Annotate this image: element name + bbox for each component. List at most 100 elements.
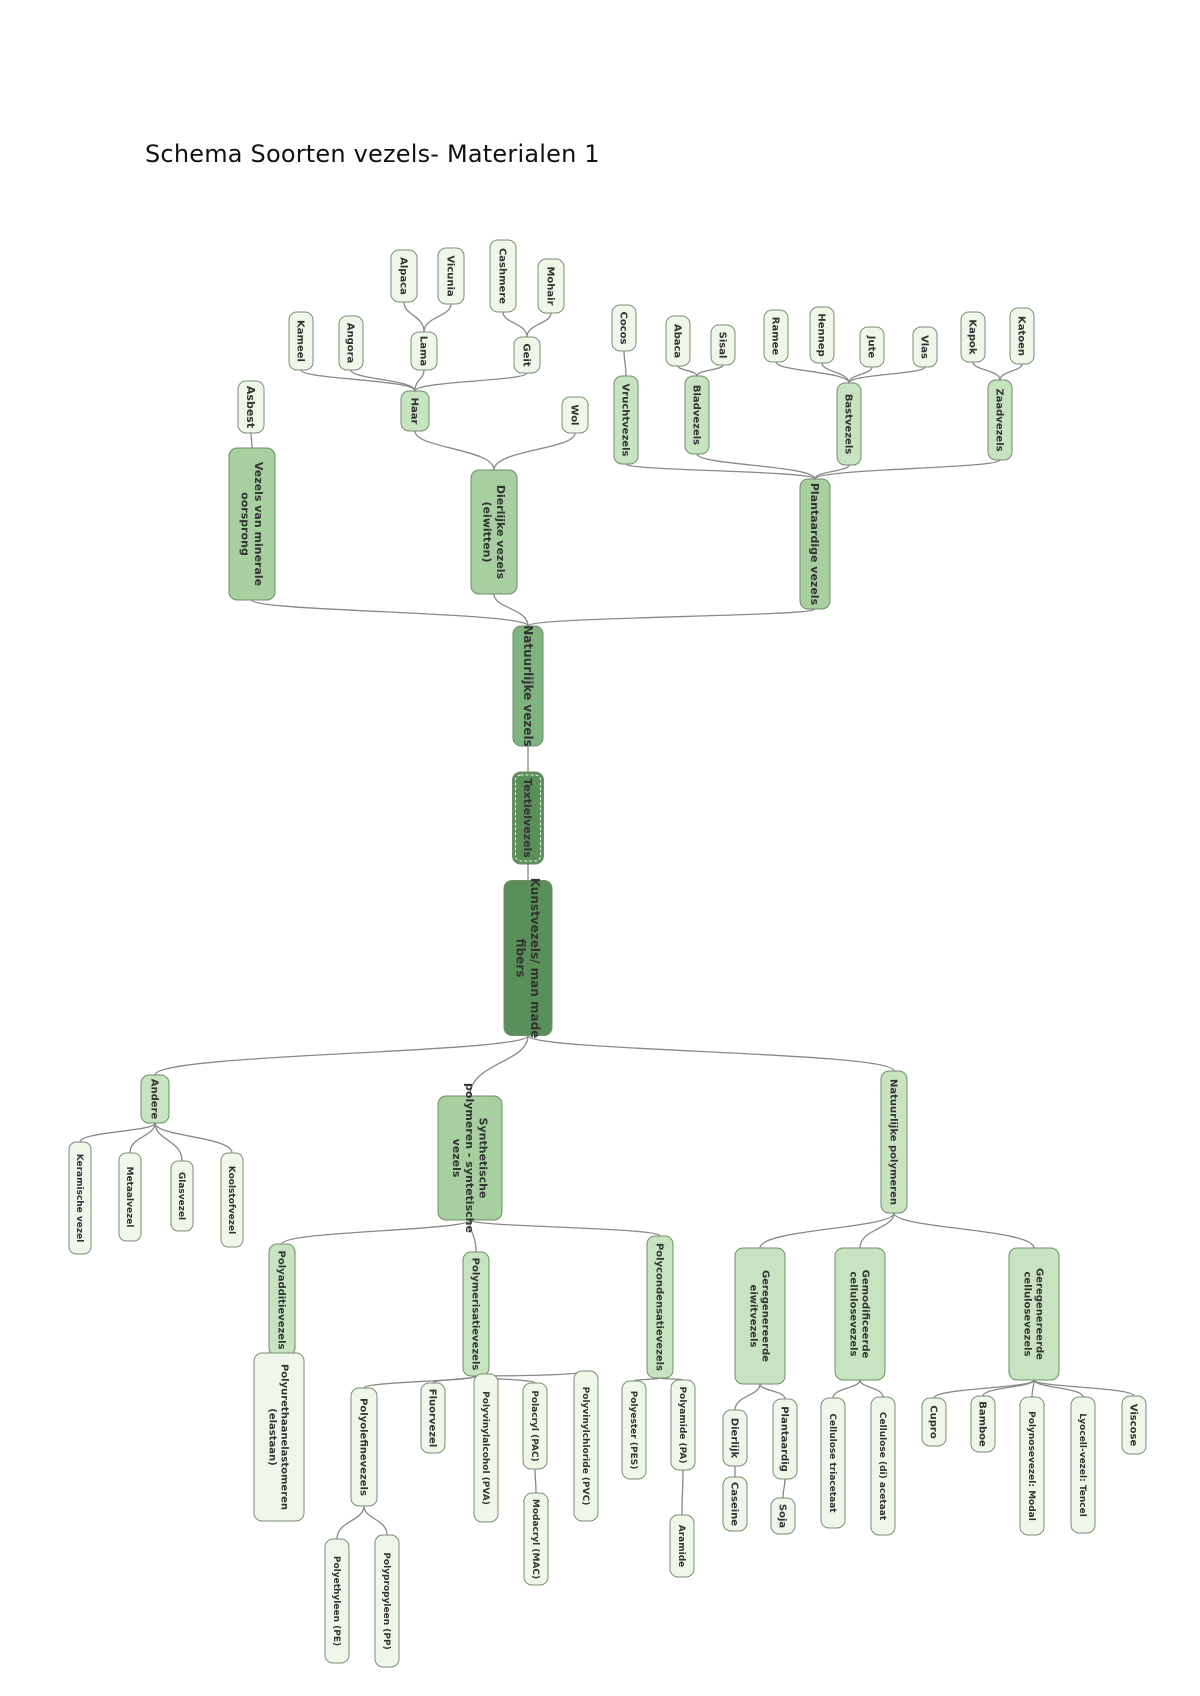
- node-label-line: Polacryl (PAC): [529, 1390, 539, 1461]
- node-box: [228, 447, 276, 601]
- node-box: [503, 880, 553, 1036]
- node-label-line: Polypropyleen (PP): [381, 1552, 391, 1649]
- node-polynosevezel: Polynosevezel: Modal: [1019, 1396, 1045, 1536]
- node-box: [118, 1152, 142, 1242]
- connector-andere-glasvezel: [154, 1122, 183, 1162]
- node-label-line: Textielvezels: [521, 778, 534, 858]
- node-label-line: Fluorvezel: [427, 1389, 438, 1448]
- node-polacryl: Polacryl (PAC): [522, 1382, 548, 1470]
- node-andere: Andere: [140, 1074, 170, 1124]
- connector-geregenereerde_cell-bamboe: [982, 1379, 1035, 1397]
- node-angora: Angora: [338, 315, 364, 371]
- node-polyolefine: Polyolefinevezels: [350, 1387, 378, 1507]
- node-label-line: Dierlijk: [729, 1418, 740, 1459]
- node-label: Plantaardige vezels: [808, 483, 821, 606]
- node-label: Cocos: [618, 312, 629, 345]
- node-label: Vruchtvezels: [620, 384, 631, 457]
- page-title: Schema Soorten vezels- Materialen 1: [145, 140, 600, 168]
- node-label-line: Polyurethaanelastomeren: [279, 1364, 290, 1510]
- connector-plantaardige-bastvezels: [814, 464, 850, 480]
- connector-synthetische-polymerisatie: [469, 1219, 477, 1253]
- node-box: [734, 1247, 786, 1385]
- node-hennep: Hennep: [809, 306, 835, 364]
- node-jute: Jute: [859, 326, 885, 368]
- connector-plantaardige-bladvezels: [696, 453, 816, 480]
- connector-kunstvezels-synthetische: [469, 1035, 529, 1097]
- node-label-line: Haar: [409, 398, 420, 425]
- node-label: Hennep: [816, 313, 827, 356]
- mindmap-connectors: [79, 301, 1135, 1540]
- node-bastvezels: Bastvezels: [836, 382, 862, 466]
- connector-haar-angora: [350, 369, 416, 392]
- node-box: [960, 311, 986, 363]
- node-box: [437, 247, 465, 305]
- node-label: Mohair: [545, 266, 556, 305]
- connector-natuurlijke_polymeren-gemodificeerde: [859, 1212, 895, 1249]
- node-box: [684, 375, 710, 455]
- node-box: [350, 1387, 378, 1507]
- connector-dierlijke-haar: [414, 430, 495, 471]
- node-label: Sisal: [717, 332, 728, 359]
- node-label: Bastvezels: [843, 394, 854, 454]
- node-box: [912, 326, 938, 368]
- node-box: [763, 309, 789, 363]
- connector-kunstvezels-andere: [154, 1034, 529, 1076]
- node-geit: Geit: [513, 336, 541, 374]
- node-label-line: Alpaca: [398, 257, 409, 295]
- node-label-line: vezels: [450, 1139, 463, 1178]
- node-fluorvezel: Fluorvezel: [420, 1382, 446, 1454]
- node-label-line: Natuurlijke vezels: [521, 625, 535, 747]
- node-geregenereerde-cell: Geregenereerdecellulosevezels: [1008, 1247, 1060, 1381]
- node-label-line: Katoen: [1016, 316, 1027, 356]
- node-box: [880, 1070, 908, 1214]
- node-box: [611, 304, 637, 352]
- node-label-line: (elastaan): [267, 1408, 278, 1465]
- connector-geregenereerde_cell-polynosevezel: [1031, 1379, 1035, 1398]
- connector-lama-alpaca: [403, 301, 425, 333]
- node-polycondensatie: Polycondensatievezels: [646, 1235, 674, 1379]
- node-label-line: Caseine: [729, 1482, 740, 1526]
- connector-bastvezels-vlas: [848, 366, 926, 384]
- node-label-line: Polyvinylalcohol (PVA): [480, 1391, 490, 1505]
- node-label-line: Kameel: [295, 320, 306, 362]
- node-label: Kameel: [295, 320, 306, 362]
- node-label-line: Cupro: [928, 1405, 939, 1439]
- node-koolstofvezel: Koolstofvezel: [220, 1152, 244, 1248]
- node-box: [220, 1152, 244, 1248]
- connector-geregenereerde_cell-cupro: [933, 1379, 1035, 1399]
- node-box: [669, 1514, 695, 1578]
- node-label-line: Angora: [345, 323, 356, 364]
- node-label-line: Mohair: [545, 266, 556, 305]
- node-label-line: Andere: [149, 1079, 160, 1120]
- connector-andere-keramische: [79, 1122, 156, 1143]
- connector-geregenereerde_eiwit-plantaardig: [759, 1383, 786, 1400]
- node-box: [1009, 307, 1035, 365]
- node-kameel: Kameel: [288, 311, 314, 371]
- node-box: [870, 1396, 896, 1536]
- node-box: [621, 1380, 647, 1480]
- connector-natuurlijke_vezels-plantaardige: [527, 608, 816, 627]
- node-wol: Wol: [561, 396, 589, 434]
- node-cellulose-triacetaat: Cellulose triacetaat: [820, 1397, 846, 1529]
- node-label-line: Aramide: [676, 1525, 686, 1568]
- node-label: Metaalvezel: [124, 1167, 134, 1228]
- node-label: Kunstvezels/ man madefibers: [514, 878, 542, 1039]
- node-asbest: Asbest: [237, 380, 265, 434]
- node-label-line: Cellulose triacetaat: [827, 1413, 837, 1513]
- node-label: Glasvezel: [176, 1172, 186, 1220]
- node-label-line: Glasvezel: [176, 1172, 186, 1220]
- node-box: [390, 249, 418, 303]
- node-label: Viscose: [1128, 1404, 1139, 1447]
- node-label-line: Keramische vezel: [74, 1154, 84, 1243]
- node-label: Koolstofvezel: [226, 1166, 236, 1234]
- node-label-line: cellulosevezels: [848, 1272, 859, 1357]
- connector-bastvezels-ramee: [775, 361, 850, 384]
- node-box: [170, 1160, 194, 1232]
- node-box: [420, 1382, 446, 1454]
- node-box: [770, 1497, 796, 1535]
- node-natuurlijke-polymeren: Natuurlijke polymeren: [880, 1070, 908, 1214]
- node-natuurlijke-vezels: Natuurlijke vezels: [512, 625, 544, 747]
- connector-geregenereerde_cell-viscose: [1033, 1379, 1135, 1397]
- node-label: Polyvinylchloride (PVC): [580, 1387, 590, 1506]
